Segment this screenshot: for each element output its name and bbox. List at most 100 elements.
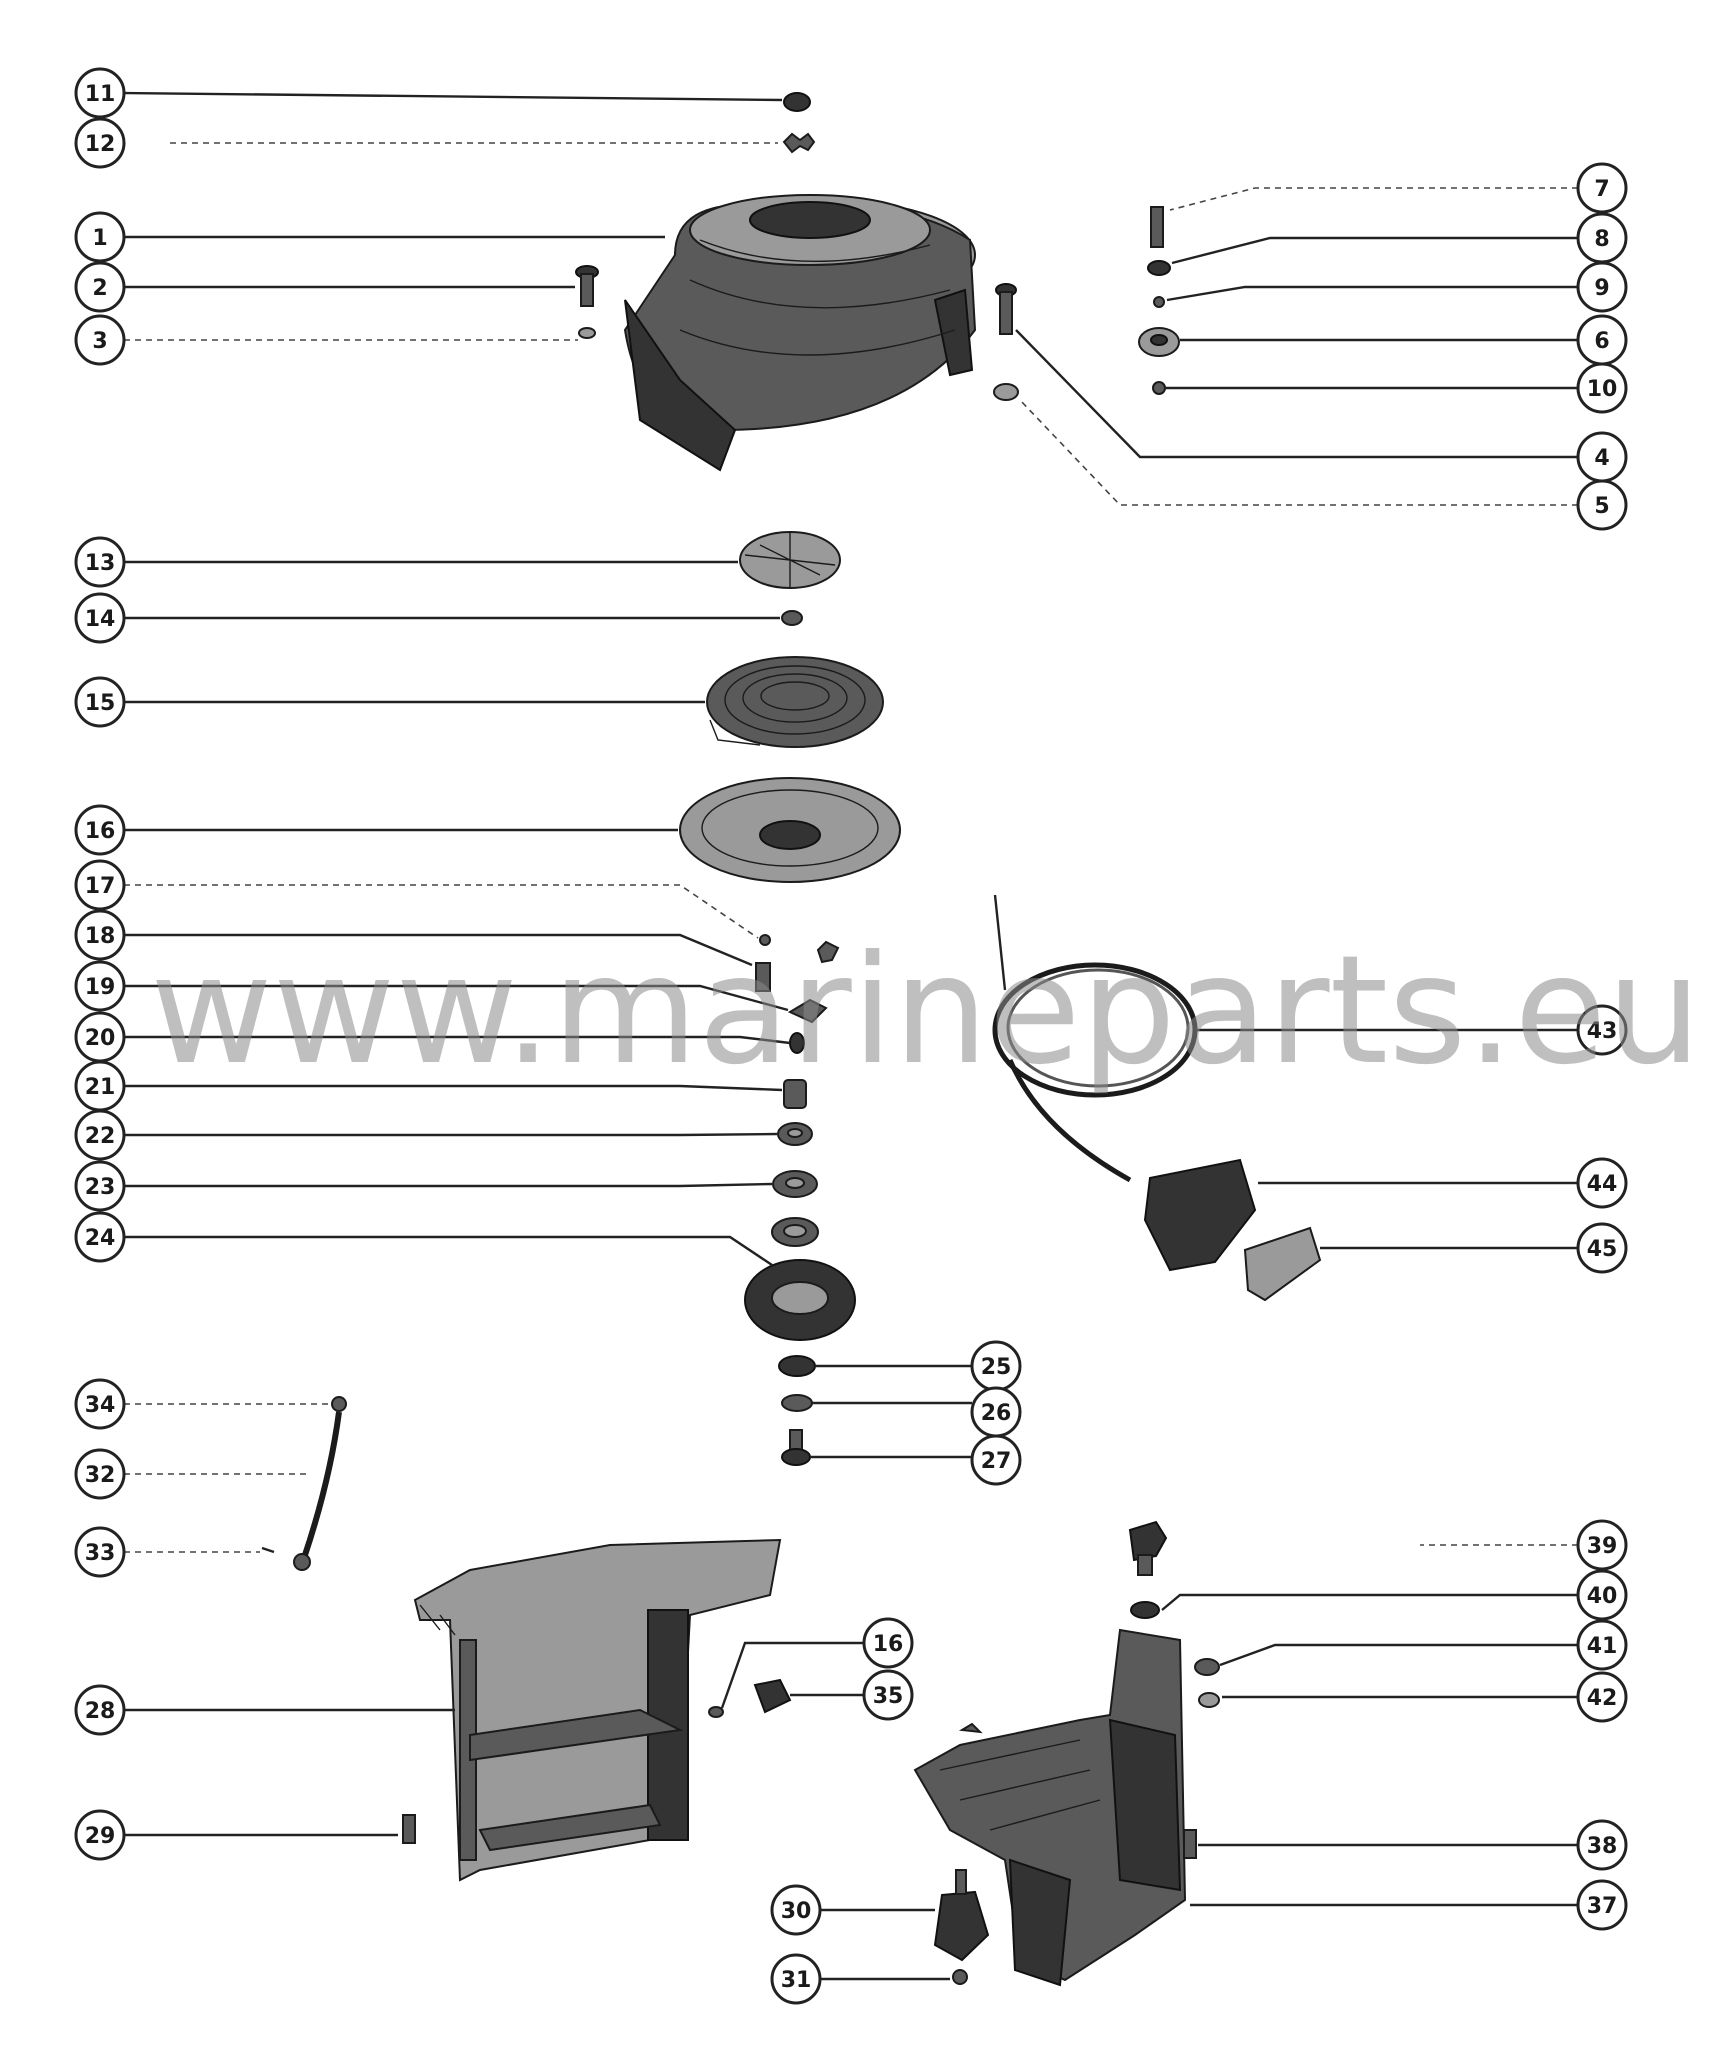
part-pin-14 bbox=[781, 610, 803, 626]
callout-label: 23 bbox=[85, 1175, 116, 1200]
callout-label: 7 bbox=[1594, 177, 1609, 202]
part-pulley-16 bbox=[679, 777, 901, 883]
callout-label: 18 bbox=[85, 924, 116, 949]
part-washer-8 bbox=[1147, 260, 1171, 276]
callout-16b: 16 bbox=[862, 1617, 914, 1669]
part-washer-26 bbox=[781, 1394, 813, 1412]
callout-label: 1 bbox=[92, 226, 107, 251]
part-screw-7 bbox=[1150, 206, 1164, 248]
part-washer-22 bbox=[777, 1122, 813, 1146]
callout-label: 35 bbox=[873, 1684, 904, 1709]
callout-label: 12 bbox=[85, 132, 116, 157]
part-washer-5 bbox=[993, 383, 1019, 401]
callout-label: 16 bbox=[873, 1632, 904, 1657]
callout-label: 33 bbox=[85, 1541, 116, 1566]
callout-label: 31 bbox=[781, 1968, 812, 1993]
part-washer-3 bbox=[578, 327, 596, 339]
callout-label: 4 bbox=[1594, 446, 1609, 471]
callouts: 11 12 1 2 3 7 8 9 6 10 4 5 13 14 15 16 1… bbox=[74, 67, 1628, 2005]
callout-41: 41 bbox=[1576, 1619, 1628, 1671]
callout-label: 26 bbox=[981, 1401, 1012, 1426]
part-spring-18 bbox=[755, 940, 840, 992]
part-bolt-27 bbox=[781, 1429, 811, 1466]
callout-28: 28 bbox=[74, 1684, 126, 1736]
callout-label: 15 bbox=[85, 691, 116, 716]
callout-label: 28 bbox=[85, 1699, 116, 1724]
part-nut-11 bbox=[783, 92, 811, 112]
part-bracket-28 bbox=[413, 1538, 782, 1882]
part-washer-10 bbox=[1152, 381, 1166, 395]
part-washer-12 bbox=[782, 132, 816, 154]
callout-13: 13 bbox=[74, 536, 126, 588]
callout-4: 4 bbox=[1576, 431, 1628, 483]
part-starter-housing bbox=[623, 194, 977, 472]
callout-label: 45 bbox=[1587, 1237, 1618, 1262]
callout-label: 25 bbox=[981, 1355, 1012, 1380]
part-pawl-19 bbox=[787, 998, 828, 1024]
callout-1: 1 bbox=[74, 211, 126, 263]
callout-32: 32 bbox=[74, 1448, 126, 1500]
callout-45: 45 bbox=[1576, 1222, 1628, 1274]
callout-35: 35 bbox=[862, 1669, 914, 1721]
callout-20: 20 bbox=[74, 1011, 126, 1063]
part-pin-9 bbox=[1153, 296, 1165, 308]
callout-label: 3 bbox=[92, 329, 107, 354]
part-clip-33 bbox=[261, 1546, 311, 1571]
callout-23: 23 bbox=[74, 1160, 126, 1212]
callout-label: 16 bbox=[85, 819, 116, 844]
callout-label: 21 bbox=[85, 1075, 116, 1100]
part-clip-34 bbox=[331, 1396, 347, 1412]
part-handle-44 bbox=[1143, 1158, 1257, 1272]
watermark-text: www.marineparts.eu bbox=[150, 924, 1702, 1098]
callout-label: 5 bbox=[1594, 494, 1609, 519]
callout-label: 39 bbox=[1587, 1534, 1618, 1559]
part-washer-42 bbox=[1198, 1692, 1220, 1708]
callout-label: 43 bbox=[1587, 1019, 1618, 1044]
callout-37: 37 bbox=[1576, 1879, 1628, 1931]
callout-label: 9 bbox=[1594, 276, 1609, 301]
part-washer-40 bbox=[1130, 1601, 1160, 1619]
part-washer-25 bbox=[778, 1355, 816, 1377]
part-rewind-spring-15 bbox=[706, 656, 884, 748]
callout-42: 42 bbox=[1576, 1671, 1628, 1723]
part-washer-16b bbox=[708, 1706, 724, 1718]
part-bolt-2 bbox=[575, 265, 599, 307]
callout-9: 9 bbox=[1576, 261, 1628, 313]
callout-43: 43 bbox=[1576, 1004, 1628, 1056]
callout-38: 38 bbox=[1576, 1819, 1628, 1871]
callout-17: 17 bbox=[74, 859, 126, 911]
callout-31: 31 bbox=[770, 1953, 822, 2005]
callout-11: 11 bbox=[74, 67, 126, 119]
part-drive-hub bbox=[744, 1259, 856, 1341]
callout-7: 7 bbox=[1576, 162, 1628, 214]
leader-lines bbox=[123, 91, 1578, 1981]
callout-label: 42 bbox=[1587, 1686, 1618, 1711]
part-fitting-30 bbox=[933, 1869, 990, 1962]
callout-label: 19 bbox=[85, 975, 116, 1000]
callout-16: 16 bbox=[74, 804, 126, 856]
callout-label: 24 bbox=[85, 1226, 116, 1251]
callout-34: 34 bbox=[74, 1378, 126, 1430]
callout-label: 2 bbox=[92, 276, 107, 301]
callout-label: 8 bbox=[1594, 227, 1609, 252]
part-screw-29 bbox=[402, 1814, 416, 1844]
callout-label: 34 bbox=[85, 1393, 116, 1418]
callout-label: 40 bbox=[1587, 1584, 1618, 1609]
callout-8: 8 bbox=[1576, 212, 1628, 264]
callout-25: 25 bbox=[970, 1340, 1022, 1392]
callout-label: 14 bbox=[85, 607, 116, 632]
callout-label: 10 bbox=[1587, 377, 1618, 402]
callout-39: 39 bbox=[1576, 1519, 1628, 1571]
callout-33: 33 bbox=[74, 1526, 126, 1578]
callout-21: 21 bbox=[74, 1060, 126, 1112]
callout-label: 13 bbox=[85, 551, 116, 576]
callout-26: 26 bbox=[970, 1386, 1022, 1438]
callout-label: 29 bbox=[85, 1824, 116, 1849]
callout-label: 22 bbox=[85, 1124, 116, 1149]
callout-19: 19 bbox=[74, 960, 126, 1012]
callout-30: 30 bbox=[770, 1884, 822, 1936]
callout-label: 38 bbox=[1587, 1834, 1618, 1859]
part-plate-13 bbox=[739, 531, 841, 589]
callout-label: 27 bbox=[981, 1449, 1012, 1474]
part-washer-23 bbox=[772, 1170, 818, 1198]
